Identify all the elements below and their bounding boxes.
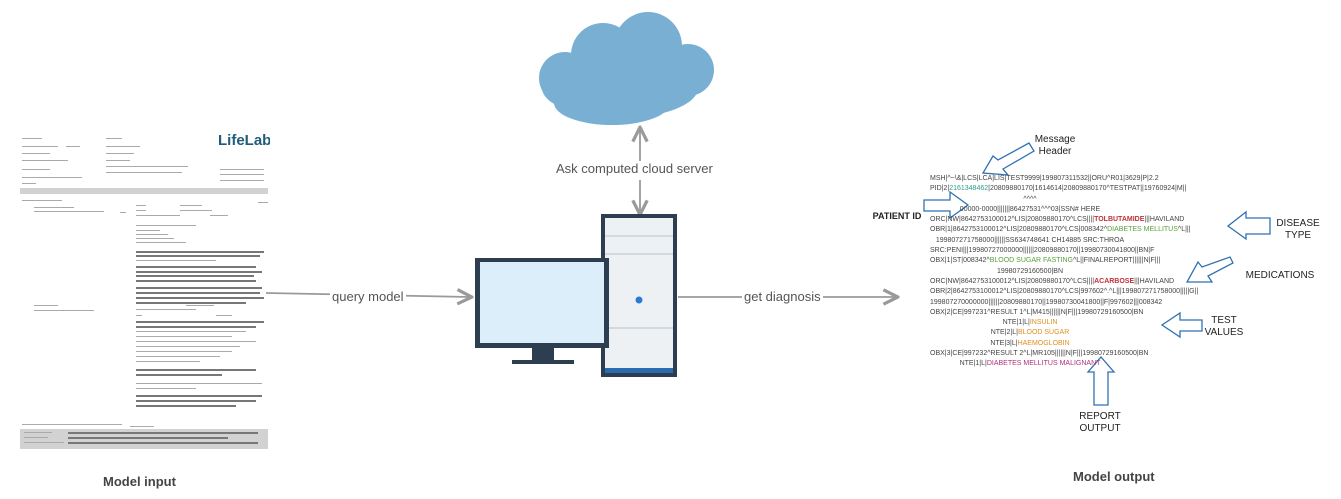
report-output-line-2: OUTPUT — [1079, 423, 1121, 434]
lifelabs-logo: LifeLabs — [218, 133, 270, 149]
hl7-segment: |||HAVILAND — [1144, 216, 1185, 224]
patient-id-arrow — [923, 190, 970, 220]
hl7-segment: ^L||| — [1177, 226, 1191, 234]
hl7-segment: NTE|2|L| — [990, 329, 1018, 337]
hl7-line: OBR|1|8642753100012^LIS|20809880170^LCS|… — [930, 225, 1191, 235]
hl7-line: ORC|NW|8642753100012^LIS|20809880170^LCS… — [930, 215, 1184, 225]
hl7-line: NTE|1|L|DIABETES MELLITUS MALIGNANT — [930, 359, 1130, 369]
hl7-line: NTE|1|L|INSULIN — [930, 318, 1130, 328]
hl7-segment: ORC|NW|8642753100012^LIS|20809880170^LCS… — [930, 277, 1095, 285]
hl7-line: NTE|3|L|HAEMOGLOBIN — [930, 339, 1130, 349]
hl7-line: 199807271758000||||||SS634748641 CH14885… — [930, 236, 1130, 246]
hl7-line: PID|2|2161348462|20809880170|1614614|208… — [930, 184, 1186, 194]
hl7-highlight: HAEMOGLOBIN — [1017, 339, 1070, 347]
server-tower-icon — [601, 214, 677, 377]
disease-type-line-1: DISEASE — [1276, 218, 1320, 229]
hl7-line: ^^^^ — [930, 195, 1130, 205]
hl7-segment: SRC:PENI|||19980727000000||||||208098801… — [930, 247, 1155, 255]
hl7-line: 00000-0000|||||||86427531^^^03|SSN# HERE — [930, 205, 1130, 215]
ask-cloud-label: Ask computed cloud server — [554, 161, 715, 176]
hl7-line: SRC:PENI|||19980727000000||||||208098801… — [930, 246, 1154, 256]
medications-arrow — [1185, 256, 1234, 283]
test-values-arrow — [1160, 311, 1203, 339]
message-header-line-1: Message — [1034, 134, 1076, 145]
message-header-callout: Message Header — [1030, 134, 1080, 158]
hl7-segment: |20809880170|1614614|20809880170^TESTPAT… — [988, 185, 1187, 193]
hl7-segment: 199807271758000||||||SS634748641 CH14885… — [935, 236, 1125, 244]
hl7-line: ORC|NW|8642753100012^LIS|20809880170^LCS… — [930, 277, 1174, 287]
cloud-icon — [539, 12, 714, 125]
hl7-message: MSH|^~\&|LCS|LCA|LIS|TEST9999|1998073115… — [930, 174, 1198, 370]
disease-type-line-2: TYPE — [1284, 230, 1312, 241]
hl7-line: 19980729160500|BN — [930, 267, 1130, 277]
hl7-segment: ^^^^ — [1023, 195, 1037, 203]
hl7-segment: MSH|^~\&|LCS|LCA|LIS|TEST9999|1998073115… — [930, 175, 1159, 182]
disease-type-arrow — [1226, 210, 1271, 241]
hl7-highlight: ACARBOSE — [1094, 277, 1135, 285]
lab-report-document: LifeLabs — [20, 133, 270, 451]
monitor-icon — [475, 258, 609, 364]
hl7-segment: |||HAVILAND — [1134, 277, 1175, 285]
hl7-segment: OBX|2|CE|997231^RESULT 1^L|M415||||||N|F… — [930, 308, 1144, 316]
query-model-label: query model — [330, 289, 406, 304]
message-header-arrow — [981, 142, 1035, 176]
model-input-caption: Model input — [103, 474, 176, 489]
hl7-segment: OBX|1|ST|008342^ — [930, 257, 990, 265]
hl7-highlight: DIABETES MELLITUS MALIGNANT — [986, 360, 1101, 368]
hl7-line: 199807270000000||||||20809880170||199807… — [930, 298, 1162, 308]
hl7-segment: 19980729160500|BN — [996, 267, 1064, 275]
hl7-highlight: BLOOD SUGAR — [1017, 329, 1070, 337]
test-values-line-2: VALUES — [1204, 327, 1244, 338]
hl7-segment: ^L||FINALREPORT||||||N|F||| — [1072, 257, 1161, 265]
test-values-callout: TEST VALUES — [1204, 315, 1244, 339]
hl7-segment: OBX|3|CE|997232^RESULT 2^L|MR105||||||N|… — [930, 350, 1149, 358]
hl7-highlight: INSULIN — [1029, 319, 1058, 327]
hl7-line: OBR|2|8642753100012^LIS|20809880170^LCS|… — [930, 287, 1198, 297]
model-output-caption: Model output — [1073, 469, 1155, 484]
hl7-segment: ORC|NW|8642753100012^LIS|20809880170^LCS… — [930, 216, 1095, 224]
disease-type-callout: DISEASE TYPE — [1270, 218, 1326, 242]
hl7-segment: NTE|3|L| — [990, 339, 1018, 347]
hl7-line: OBX|3|CE|997232^RESULT 2^L|MR105||||||N|… — [930, 349, 1148, 359]
hl7-highlight: DIABETES MELLITUS — [1107, 226, 1178, 234]
hl7-segment: NTE|1|L| — [959, 360, 987, 368]
medications-callout: MEDICATIONS — [1245, 270, 1315, 281]
hl7-line: OBX|2|CE|997231^RESULT 1^L|M415||||||N|F… — [930, 308, 1143, 318]
hl7-line: OBX|1|ST|008342^BLOOD SUGAR FASTING^L||F… — [930, 256, 1160, 266]
hl7-segment: OBR|1|8642753100012^LIS|20809880170^LCS|… — [930, 226, 1108, 234]
patient-id-callout: PATIENT ID — [872, 211, 922, 221]
hl7-highlight: BLOOD SUGAR FASTING — [989, 257, 1073, 265]
get-diagnosis-label: get diagnosis — [742, 289, 823, 304]
report-output-callout: REPORT OUTPUT — [1070, 411, 1130, 435]
message-header-line-2: Header — [1038, 146, 1072, 157]
hl7-segment: OBR|2|8642753100012^LIS|20809880170^LCS|… — [930, 288, 1199, 296]
test-values-line-1: TEST — [1211, 315, 1237, 326]
hl7-segment: NTE|1|L| — [1002, 319, 1030, 327]
hl7-segment: 199807270000000||||||20809880170||199807… — [930, 298, 1163, 306]
report-output-line-1: REPORT — [1079, 411, 1121, 422]
hl7-line: MSH|^~\&|LCS|LCA|LIS|TEST9999|1998073115… — [930, 174, 1159, 184]
report-output-arrow — [1086, 356, 1116, 406]
hl7-segment: PID|2| — [930, 185, 950, 193]
hl7-line: NTE|2|L|BLOOD SUGAR — [930, 328, 1130, 338]
hl7-highlight: TOLBUTAMIDE — [1094, 216, 1145, 224]
hl7-segment: 00000-0000|||||||86427531^^^03|SSN# HERE — [959, 205, 1101, 213]
hl7-highlight: 2161348462 — [949, 185, 989, 193]
